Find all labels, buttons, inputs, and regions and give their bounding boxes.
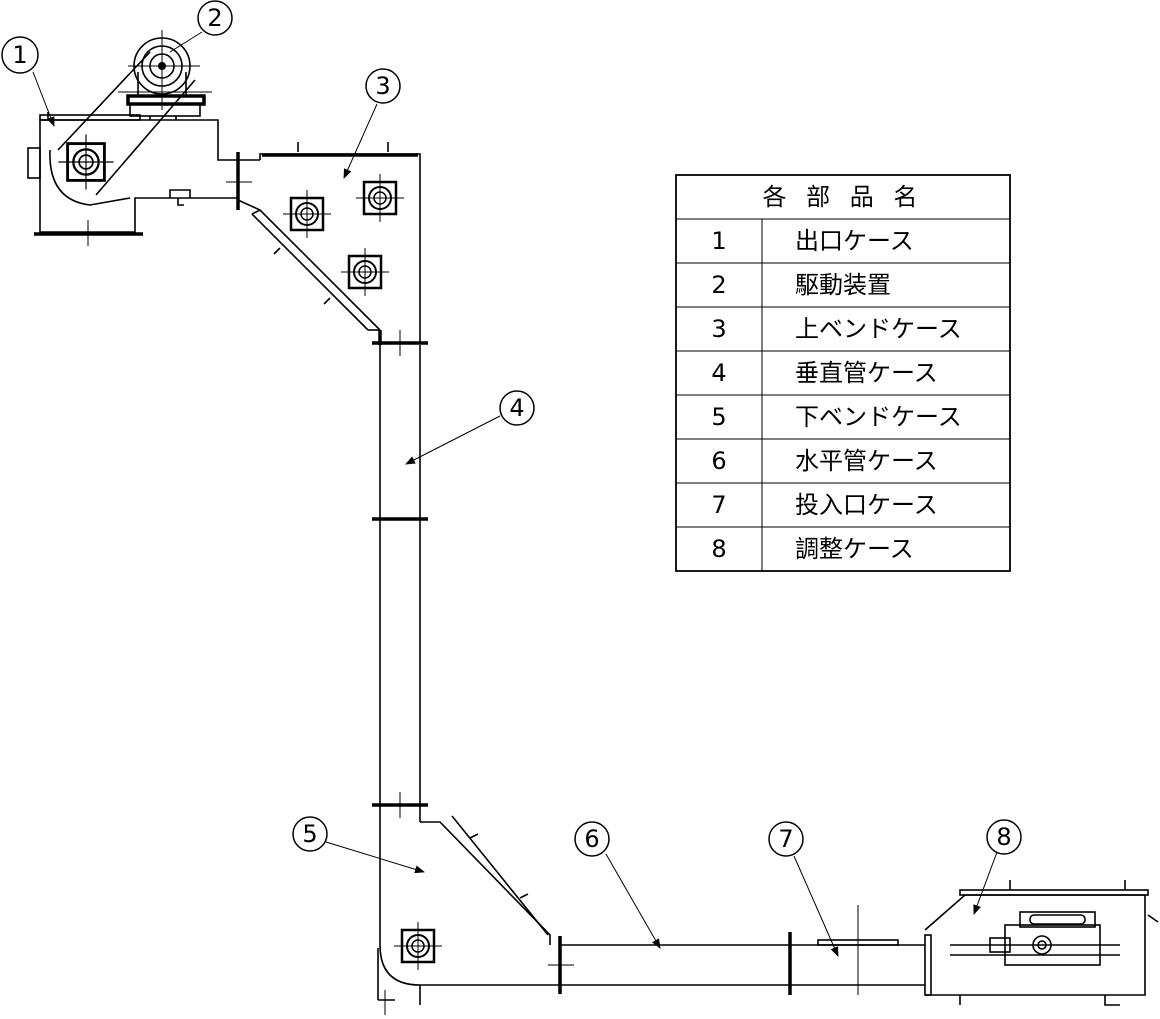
- upper-bend-port-3: [339, 246, 391, 298]
- svg-text:5: 5: [302, 820, 317, 848]
- parts-table: 各 部 品 名 1 出口ケース 2 駆動装置 3 上ベンドケース 4 垂直管ケー…: [675, 174, 1011, 572]
- parts-row-no: 2: [711, 271, 726, 299]
- drive-unit: [57, 30, 212, 196]
- parts-row-name: 垂直管ケース: [795, 359, 938, 387]
- leader-lines: [32, 31, 998, 957]
- svg-text:2: 2: [207, 4, 222, 32]
- callout-5: 5: [292, 816, 328, 852]
- callout-3: 3: [365, 68, 401, 104]
- parts-row-no: 4: [711, 359, 726, 387]
- svg-text:4: 4: [509, 394, 524, 422]
- parts-row-no: 7: [711, 491, 726, 519]
- parts-table-header: 各 部 品 名: [763, 183, 924, 211]
- svg-text:1: 1: [12, 41, 27, 69]
- callout-2: 2: [197, 0, 233, 36]
- upper-bend-case: [226, 142, 421, 345]
- parts-row-name: 駆動装置: [795, 271, 891, 299]
- upper-bend-port-1: [281, 188, 333, 240]
- outlet-inspection-port: [56, 132, 116, 192]
- horizontal-pipe-case: [548, 932, 792, 995]
- svg-text:6: 6: [584, 825, 599, 853]
- upper-bend-port-2: [354, 172, 406, 224]
- adjustment-case: [924, 880, 1159, 1006]
- parts-row-no: 3: [711, 315, 726, 343]
- parts-row-name: 上ベンドケース: [795, 315, 962, 343]
- callout-6: 6: [574, 821, 610, 857]
- lower-bend-port: [392, 920, 444, 972]
- parts-row-name: 投入口ケース: [795, 491, 938, 519]
- callout-4: 4: [499, 390, 535, 426]
- parts-row-name: 下ベンドケース: [795, 403, 962, 431]
- lower-bend-case: [377, 815, 560, 1015]
- parts-row-no: 1: [711, 227, 726, 255]
- outlet-case: [27, 112, 239, 246]
- parts-row-name: 調整ケース: [795, 535, 914, 563]
- callout-8: 8: [986, 819, 1022, 855]
- parts-row-no: 6: [711, 447, 726, 475]
- svg-text:7: 7: [778, 825, 793, 853]
- svg-text:3: 3: [375, 72, 390, 100]
- vertical-pipe-case: [372, 330, 428, 945]
- parts-row-no: 5: [711, 403, 726, 431]
- svg-text:8: 8: [996, 823, 1011, 851]
- parts-row-name: 水平管ケース: [795, 447, 938, 475]
- callout-1: 1: [1, 36, 39, 74]
- parts-row-name: 出口ケース: [795, 227, 914, 255]
- callout-7: 7: [768, 821, 804, 857]
- inlet-case: [790, 905, 925, 995]
- parts-row-no: 8: [711, 535, 726, 563]
